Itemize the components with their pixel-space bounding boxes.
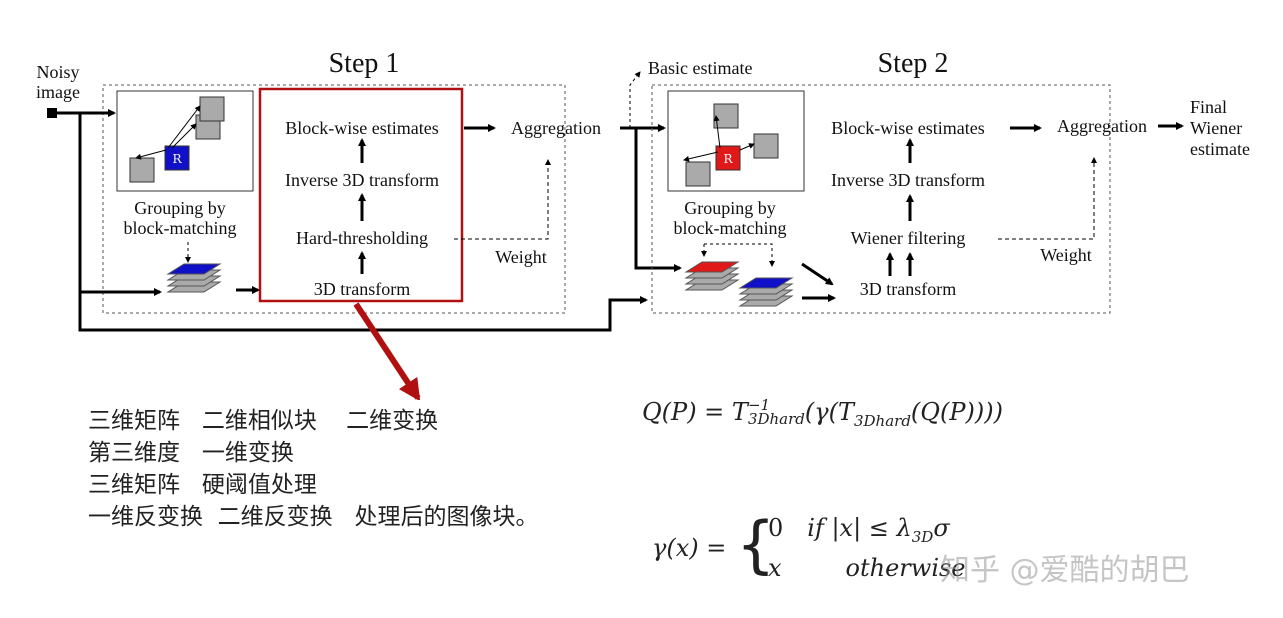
step1-block-estimates: Block-wise estimates [285, 118, 438, 138]
notes: 三维矩阵 二维相似块 二维变换 第三维度 一维变换 三维矩阵 硬阈值处理 一维反… [88, 405, 539, 533]
step1-weight: Weight [495, 247, 547, 267]
step1-aggregation: Aggregation [511, 118, 601, 138]
step1-inverse-transform: Inverse 3D transform [285, 170, 439, 190]
step1-block-stack [166, 263, 222, 293]
formula-gamma-case2: x otherwise [768, 554, 966, 582]
note-line-4: 一维反变换 二维反变换 处理后的图像块。 [88, 504, 539, 530]
step1-grouping-label-line2: block-matching [124, 218, 237, 238]
step2-similar-block [713, 103, 739, 129]
step2-basic-stack [738, 277, 794, 307]
bm3d-diagram: Noisy image Step 1 R Grouping by block-m… [36, 48, 1250, 400]
output-label-line2: Wiener [1190, 118, 1242, 138]
formula-q-lhs: Q(P) = T [642, 398, 748, 426]
formula-gamma-case1-tail: σ [933, 514, 950, 542]
note-line-2: 第三维度 一维变换 [88, 440, 294, 466]
step1-hard-thresholding: Hard-thresholding [296, 228, 428, 248]
note-line-1: 三维矩阵 二维相似块 二维变换 [88, 408, 439, 434]
note-line-3: 三维矩阵 硬阈值处理 [88, 472, 317, 498]
formula-q-end: (Q(P)))) [910, 398, 1003, 426]
formula-gamma-case1-value: 0 [768, 514, 784, 542]
formula-gamma-case1-cond: if |x| ≤ λ [807, 514, 912, 542]
formula-gamma-brace: { [736, 508, 776, 581]
watermark: 知乎 @爱酷的胡巴 [940, 553, 1190, 588]
basic-estimate-label: Basic estimate [648, 58, 752, 78]
step2-grouping-label-line1: Grouping by [684, 198, 776, 218]
step2-reference-block [715, 145, 741, 171]
output-label-line3: estimate [1190, 139, 1250, 159]
step1-ref-label: R [172, 152, 182, 166]
step1-grouping-label-line1: Grouping by [134, 198, 226, 218]
step1-reference-block [164, 145, 190, 171]
step2-weight: Weight [1040, 245, 1092, 265]
step2-title: Step 2 [878, 48, 949, 79]
step1-similar-block [199, 96, 225, 122]
step2-noisy-stack [684, 261, 740, 291]
step1-frame [102, 84, 566, 314]
step2-aggregation: Aggregation [1057, 116, 1147, 136]
step2-inverse-transform: Inverse 3D transform [831, 170, 985, 190]
input-label-line2: image [36, 82, 80, 102]
step1-title: Step 1 [329, 48, 400, 79]
input-node [47, 108, 57, 118]
step1-3d-transform: 3D transform [314, 279, 410, 299]
formula-gamma-case1-sub: 3D [911, 527, 934, 546]
step2-wiener-filtering: Wiener filtering [851, 228, 966, 248]
step2-similar-block [753, 133, 779, 159]
formula-q-sup: −1 [747, 395, 771, 414]
input-label-line1: Noisy [36, 62, 79, 82]
step2-frame [651, 84, 1111, 314]
formula-q-sub1: 3Dhard [747, 409, 805, 428]
step2-grouping-label-line2: block-matching [674, 218, 787, 238]
step2-block-estimates: Block-wise estimates [831, 118, 984, 138]
formula-gamma-lhs: γ(x) = [652, 534, 727, 562]
formula-q-sub2: 3Dhard [853, 411, 911, 430]
formula-gamma-case2-value: x [768, 554, 782, 582]
step2-ref-label: R [723, 152, 733, 166]
step1-highlight-box [258, 87, 464, 303]
step2-similar-block [685, 161, 711, 187]
formula-q-mid: (γ(T [804, 398, 854, 426]
step1-similar-block [129, 157, 155, 183]
formula-gamma-case2-cond: otherwise [845, 554, 966, 582]
output-label-line1: Final [1190, 97, 1227, 117]
step2-3d-transform: 3D transform [860, 279, 956, 299]
formula-gamma-case1: 0 if |x| ≤ λ3Dσ [768, 514, 950, 546]
